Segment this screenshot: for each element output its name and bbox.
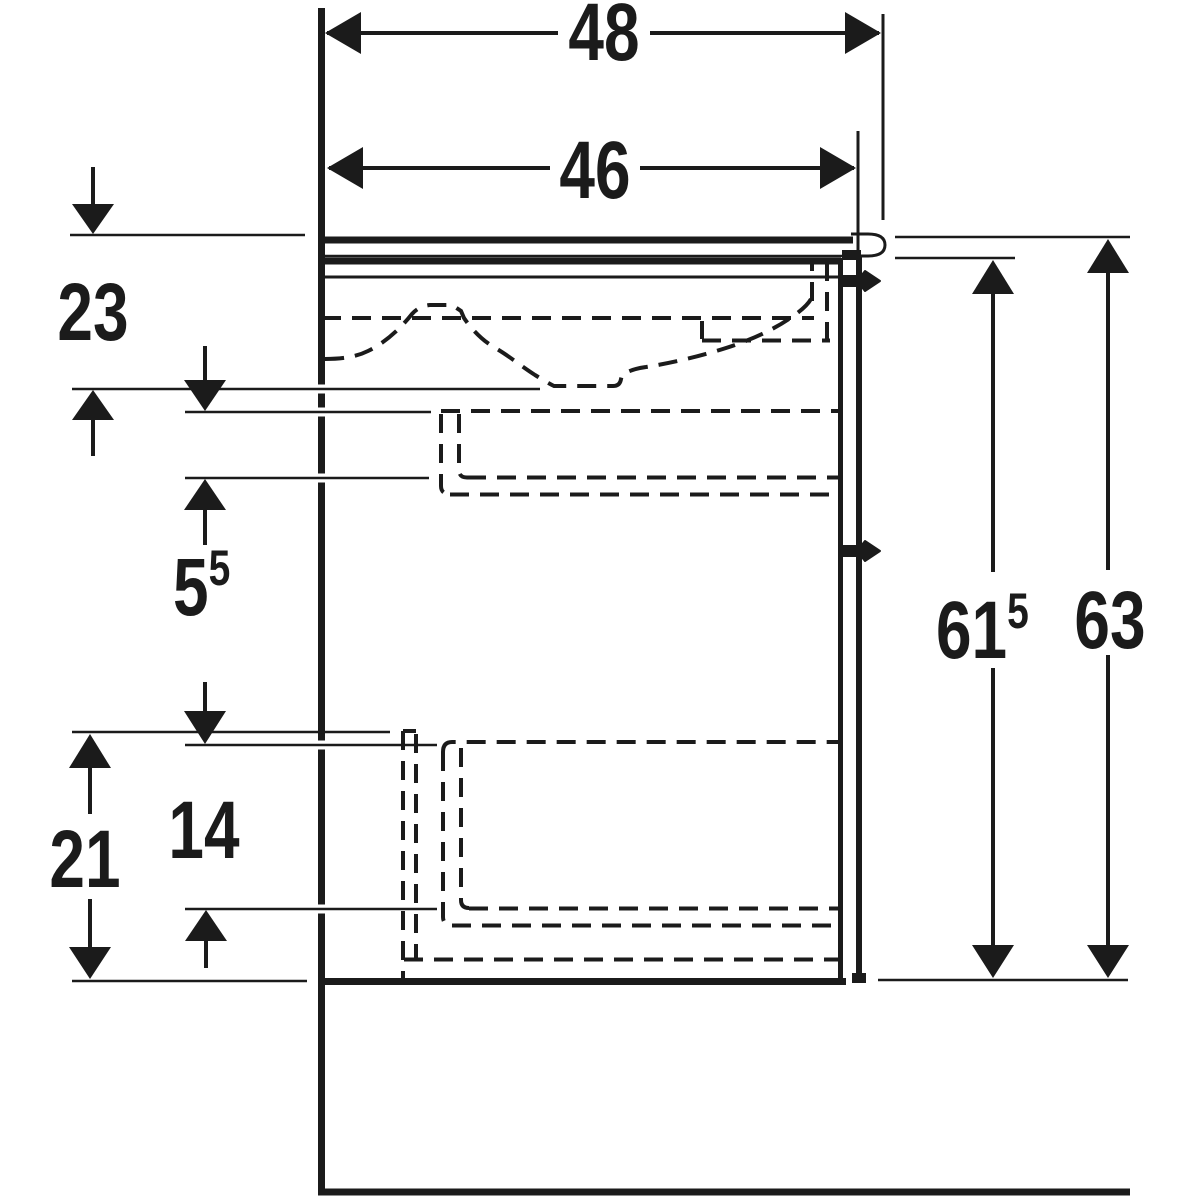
dim-21: 21 xyxy=(49,734,121,979)
arrow-left-icon xyxy=(325,12,361,54)
dim-label-46: 46 xyxy=(559,123,630,216)
drawer1-inner-left xyxy=(457,414,468,480)
arrow-up-icon xyxy=(1087,239,1129,273)
arrow-down-icon xyxy=(1087,945,1129,978)
dim-label-21: 21 xyxy=(49,812,120,905)
arrow-down-icon xyxy=(184,380,226,411)
dim-label-48: 48 xyxy=(568,0,639,78)
dim-label-63: 63 xyxy=(1074,573,1145,666)
drawer-upper-dashed xyxy=(439,409,838,497)
arrow-down-icon xyxy=(72,204,114,234)
slab-front-joint xyxy=(842,250,861,260)
dim-48: 48 xyxy=(325,0,881,78)
dim-label-5-sup: 5 xyxy=(209,539,231,596)
arrow-right-icon xyxy=(845,12,881,54)
drawer-lower-dashed xyxy=(401,729,838,979)
basin-bowl-curve xyxy=(324,297,813,388)
dim-23: 23 xyxy=(57,167,129,456)
arrow-up-icon xyxy=(185,910,227,941)
arrow-up-icon xyxy=(69,734,111,768)
drawer2-outer-left xyxy=(441,752,453,927)
dim-label-23: 23 xyxy=(57,265,128,358)
dim-label-61-sup: 5 xyxy=(1007,582,1029,639)
arrow-up-icon xyxy=(184,479,226,510)
arrow-down-icon xyxy=(972,945,1014,978)
dim-label-5-main: 5 xyxy=(173,540,209,633)
mounting-clip-upper xyxy=(842,270,881,292)
dim-61-5: 615 xyxy=(936,260,1029,978)
dim-label-5-5: 55 xyxy=(173,539,230,633)
arrow-down-icon xyxy=(69,947,111,979)
basin-outline-dashed xyxy=(322,259,830,388)
reference-lines-layer xyxy=(70,14,1130,983)
drawer2-top xyxy=(441,740,838,753)
arrow-up-icon xyxy=(72,390,114,420)
dim-label-14: 14 xyxy=(168,783,239,876)
dim-label-61-5: 615 xyxy=(936,582,1029,676)
dim-label-61-main: 61 xyxy=(936,583,1007,676)
dim-14: 14 xyxy=(168,682,240,968)
dim-63: 63 xyxy=(1074,239,1146,978)
arrow-left-icon xyxy=(327,147,363,189)
slab-edge-profile xyxy=(845,232,887,258)
arrow-right-icon xyxy=(820,147,856,189)
drawer1-outer-left xyxy=(439,414,451,496)
dim-46: 46 xyxy=(327,123,856,216)
washbasin-slab xyxy=(322,232,887,260)
hidden-lines-layer xyxy=(322,259,838,979)
mounting-clip-lower xyxy=(842,540,881,562)
arrow-down-icon xyxy=(184,711,226,744)
front-panel-foot xyxy=(852,973,866,983)
cabinet-carcass xyxy=(318,256,866,985)
arrow-up-icon xyxy=(972,260,1014,294)
drawer2-inner-left xyxy=(459,748,470,910)
dim-5-5: 55 xyxy=(173,346,230,633)
